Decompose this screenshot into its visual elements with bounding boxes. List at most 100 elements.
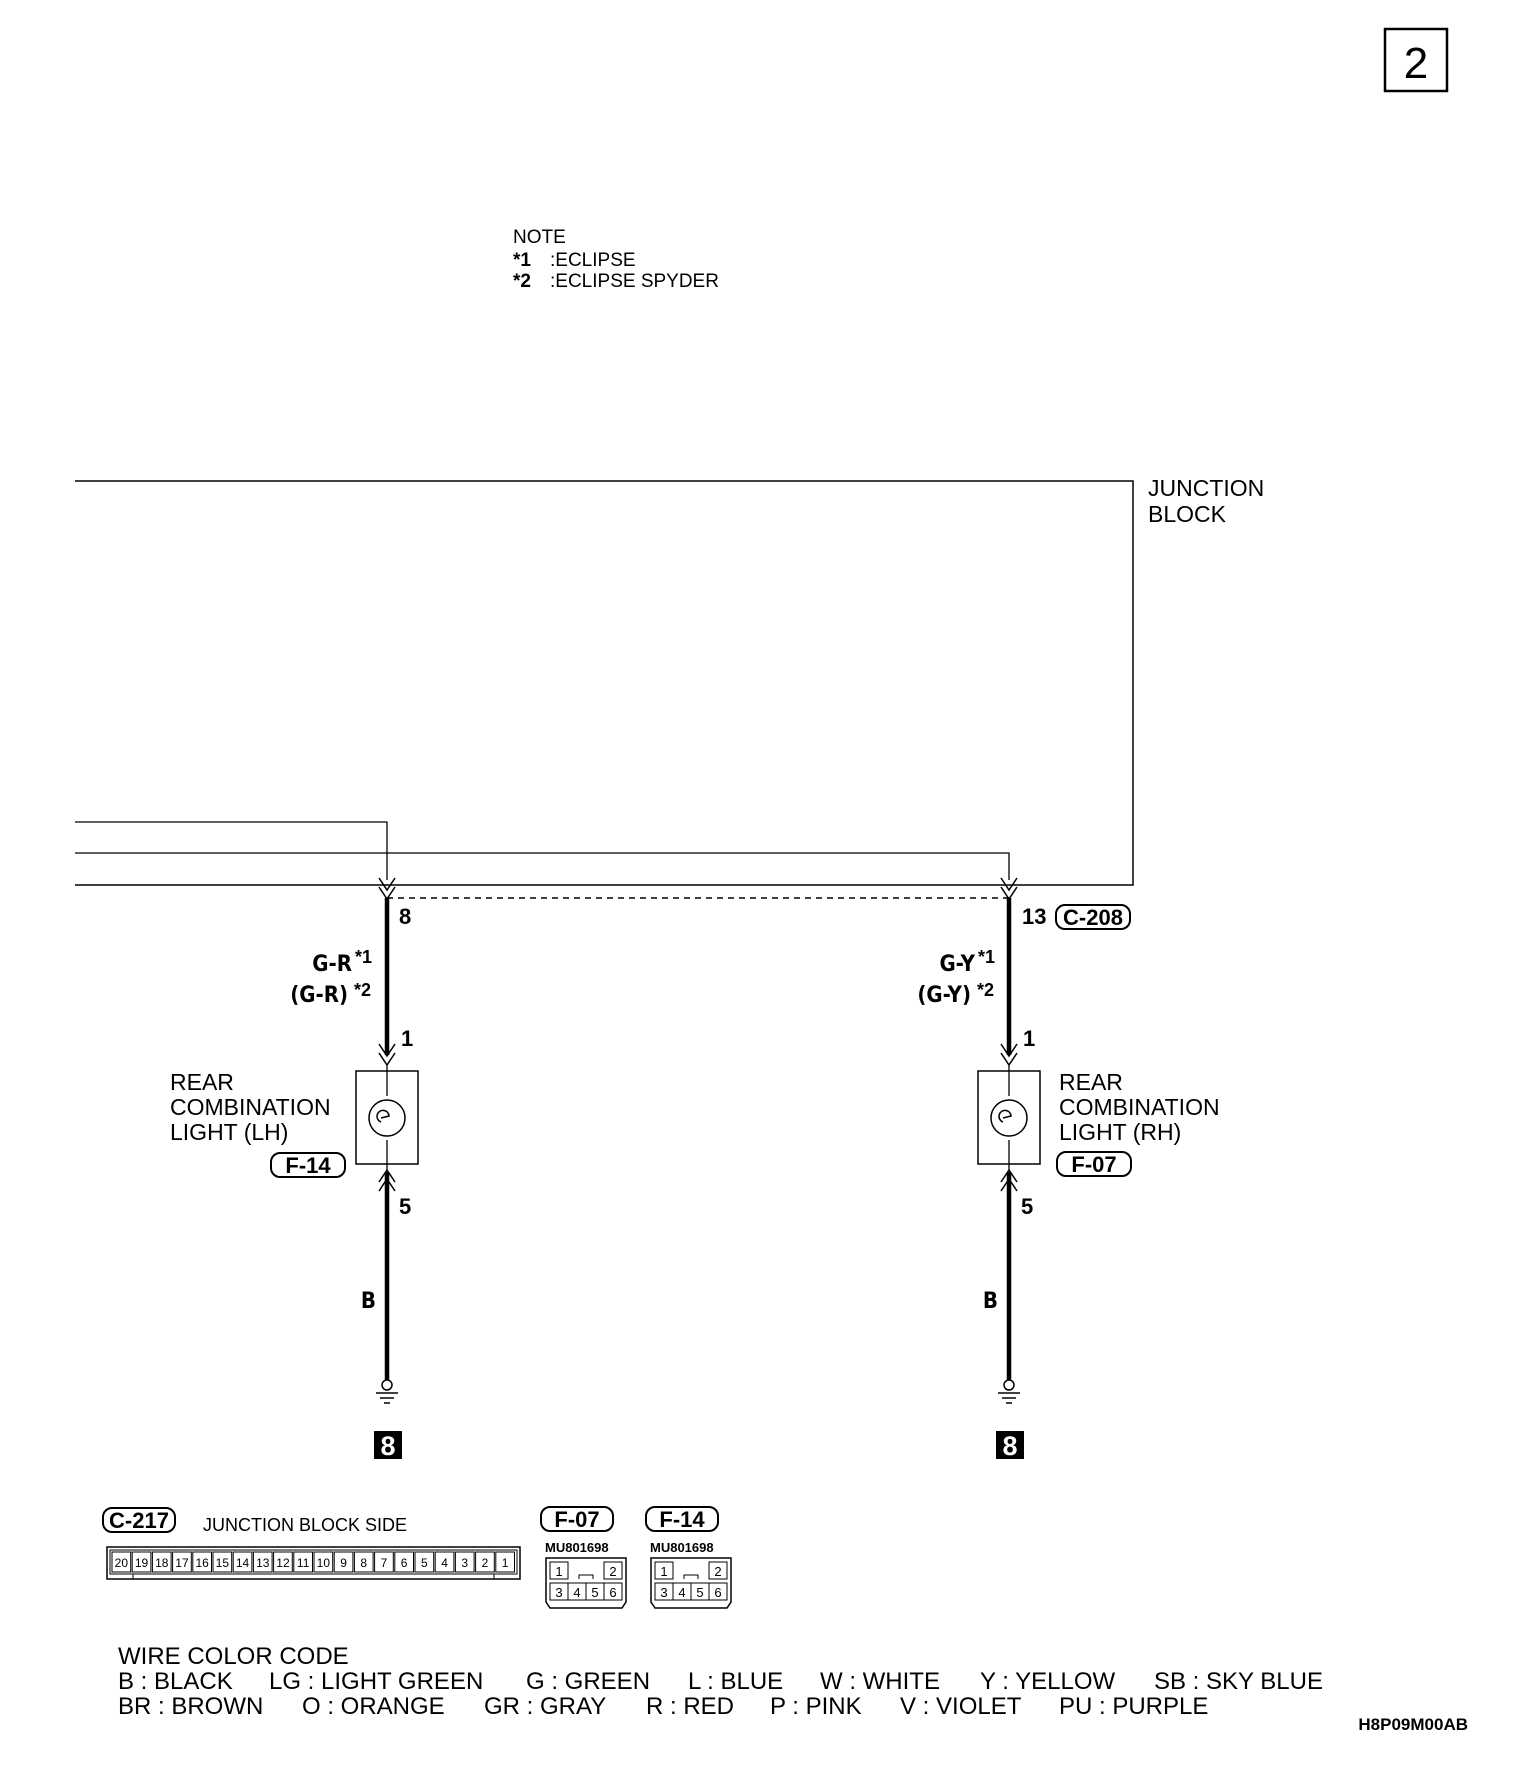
wire-color-code-title: WIRE COLOR CODE <box>118 1643 349 1670</box>
f14-part-number: MU801698 <box>650 1540 714 1555</box>
c217-pin-cell <box>374 1551 394 1573</box>
rh-bulb-icon <box>990 1099 1028 1137</box>
c217-pin-number: 18 <box>155 1556 169 1570</box>
f07-pins-pin-number: 6 <box>609 1585 616 1600</box>
c217-pin-cell <box>293 1551 313 1573</box>
note-mark-2: *2 <box>513 271 531 292</box>
f07-part-number: MU801698 <box>545 1540 609 1555</box>
rh-lamp-name-2: COMBINATION <box>1059 1094 1220 1120</box>
f07-pins-cell <box>549 1561 569 1580</box>
f14-pins-cell <box>708 1582 728 1601</box>
lh-lamp-name-3: LIGHT (LH) <box>170 1119 288 1145</box>
c217-pin-number: 11 <box>297 1556 310 1570</box>
c217-pin-cell <box>313 1551 334 1573</box>
lh-ground-wire-color: B <box>361 1289 376 1314</box>
rh-ground-wire-color: B <box>983 1289 998 1314</box>
f14-pins-pin-number: 3 <box>660 1585 667 1600</box>
rh-jb-pin: 13 <box>1022 904 1046 929</box>
lh-branch: 8 <box>355 877 419 1461</box>
c217-pin-number: 20 <box>115 1556 129 1570</box>
f07-pins-pin-number: 5 <box>591 1585 598 1600</box>
wcc-b: B : BLACK <box>118 1668 233 1695</box>
rh-ground-point-box <box>996 1431 1024 1459</box>
note-text-2: :ECLIPSE SPYDER <box>550 271 719 292</box>
lh-wire-color-2: (G-R) <box>290 983 348 1008</box>
c217-pin-cell <box>495 1551 515 1573</box>
c217-pin-cell <box>192 1551 213 1573</box>
c217-pin-cell <box>151 1551 172 1573</box>
rh-in-terminal-arrow <box>1000 1043 1018 1058</box>
f14-pins-pin-number: 1 <box>660 1564 667 1579</box>
f14-pins-latch <box>683 1574 699 1579</box>
c217-pin-number: 3 <box>461 1556 468 1570</box>
lh-jb-terminal-arrow <box>378 877 396 892</box>
c217-pin-number: 15 <box>216 1556 230 1570</box>
f14-pins-pin-number: 4 <box>678 1585 685 1600</box>
lh-jb-pin: 8 <box>399 904 411 929</box>
wcc-g: G : GREEN <box>526 1668 650 1695</box>
wcc-y: Y : YELLOW <box>980 1668 1116 1695</box>
junction-block-label-1: JUNCTION <box>1148 475 1264 501</box>
lh-lamp-name-2: COMBINATION <box>170 1094 331 1120</box>
wcc-sb: SB : SKY BLUE <box>1154 1668 1323 1695</box>
jb-connector-tag: C-208 <box>1055 904 1131 930</box>
c217-pin-number: 8 <box>360 1556 367 1570</box>
c217-id: C-217 <box>109 1508 169 1533</box>
rh-wire-color-1: G-Y <box>939 952 975 977</box>
lh-wire-mark-1: *1 <box>355 947 372 967</box>
f14-id: F-14 <box>659 1507 705 1532</box>
jb-connector-id: C-208 <box>1063 905 1123 930</box>
c217-pin-number: 10 <box>317 1556 331 1570</box>
c217-pin-number: 19 <box>135 1556 149 1570</box>
c217-pin-number: 13 <box>256 1556 270 1570</box>
f07-id: F-07 <box>554 1507 599 1532</box>
rh-wire-mark-1: *1 <box>978 947 995 967</box>
rh-lamp-pin-out: 5 <box>1021 1194 1033 1219</box>
page-number: 2 <box>1404 39 1428 88</box>
c217-pin-cell <box>353 1551 374 1573</box>
wcc-p: P : PINK <box>770 1693 862 1720</box>
lh-connector-id: F-14 <box>285 1153 331 1178</box>
rh-connector-tag: F-07 <box>1056 1151 1132 1177</box>
lh-lamp-pin-in: 1 <box>401 1026 413 1051</box>
rh-connector-id: F-07 <box>1071 1152 1116 1177</box>
wcc-br: BR : BROWN <box>118 1693 263 1720</box>
f07-pins-pin-number: 1 <box>555 1564 562 1579</box>
lh-wire-color-1: G-R <box>312 952 352 977</box>
lh-lamp-name-1: REAR <box>170 1069 234 1095</box>
wcc-l: L : BLUE <box>688 1668 783 1695</box>
wcc-v: V : VIOLET <box>900 1693 1022 1720</box>
c217-pin-number: 16 <box>195 1556 209 1570</box>
f07-pins-cell <box>603 1561 623 1580</box>
rh-out-terminal-arrow <box>1000 1168 1018 1183</box>
f07-pins-pin-number: 4 <box>573 1585 580 1600</box>
f14-pins-pin-number: 5 <box>696 1585 703 1600</box>
lh-lamp-pin-out: 5 <box>399 1194 411 1219</box>
c217-pin-number: 1 <box>502 1556 509 1570</box>
c217-pin-cell <box>212 1551 233 1573</box>
lh-connector-tag: F-14 <box>270 1152 346 1178</box>
f14-pins-pin-number: 6 <box>714 1585 721 1600</box>
wcc-w: W : WHITE <box>820 1668 940 1695</box>
rh-wire-mark-2: *2 <box>977 980 994 1000</box>
c217-pin-number: 12 <box>276 1556 290 1570</box>
wcc-lg: LG : LIGHT GREEN <box>269 1668 483 1695</box>
wire-color-code: WIRE COLOR CODE B : BLACK LG : LIGHT GRE… <box>118 1643 1323 1720</box>
f07-pins-pin-number: 3 <box>555 1585 562 1600</box>
c217-pin-number: 2 <box>482 1556 489 1570</box>
lh-bulb-icon <box>368 1099 406 1137</box>
junction-block-outline <box>75 480 1134 899</box>
c217-pin-cell <box>172 1551 192 1573</box>
lh-wire-mark-2: *2 <box>354 980 371 1000</box>
page-number-box: 2 <box>1383 27 1449 93</box>
rh-lamp-pin-in: 1 <box>1023 1026 1035 1051</box>
rh-wire-color-2: (G-Y) <box>917 983 971 1008</box>
c217-pin-number: 17 <box>175 1556 189 1570</box>
f07-pins-cell <box>603 1582 623 1601</box>
f14-pins-cell <box>708 1561 728 1580</box>
